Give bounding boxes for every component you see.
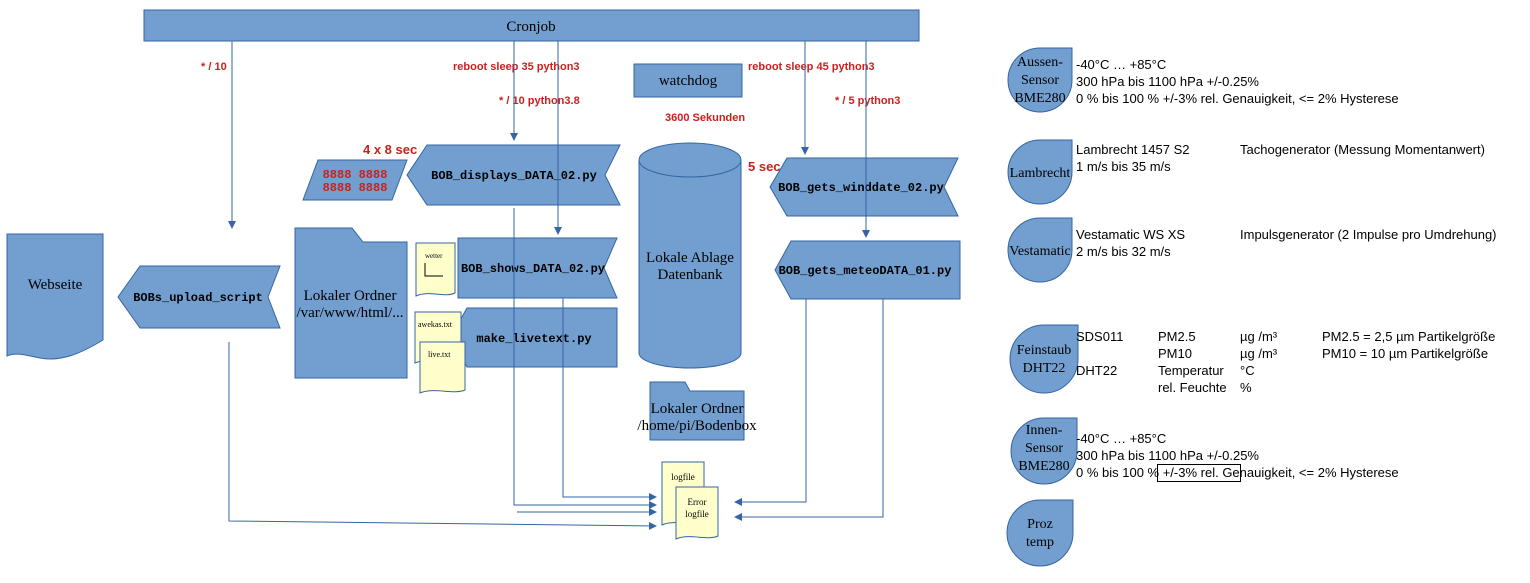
sensor-innen-line-3: BME280 xyxy=(1018,459,1069,474)
script-winddate-label: BOB_gets_winddate_02.py xyxy=(778,181,944,195)
cron-shows-label: * / 10 python3.8 xyxy=(499,95,580,107)
script-livetext: make_livetext.py xyxy=(449,307,618,368)
sensor-aussen-line-2: Sensor xyxy=(1021,73,1059,88)
database-line-1: Lokale Ablage xyxy=(646,250,734,266)
script-livetext-label: make_livetext.py xyxy=(476,332,591,346)
database-line-2: Datenbank xyxy=(658,267,723,283)
info-innen-temp: -40°C … +85°C xyxy=(1076,431,1167,446)
file-wetter-label: wetter xyxy=(425,252,443,260)
sensor-vestamatic: Vestamatic xyxy=(1007,217,1073,283)
sensor-feinstaub-line-2: DHT22 xyxy=(1023,361,1066,376)
info-innen: -40°C … +85°C 300 hPa bis 1100 hPa +/-0.… xyxy=(1076,430,1399,481)
cron-display-reboot-label: reboot sleep 35 python3 xyxy=(453,61,580,73)
file-error-logfile: Error logfile xyxy=(675,486,719,540)
file-wetter: wetter xyxy=(415,242,456,297)
sensor-proz-line-1: Proz xyxy=(1027,517,1053,532)
file-error-line-1: Error xyxy=(688,497,707,507)
file-error-line-2: logfile xyxy=(685,509,709,519)
folder-www-line-1: Lokaler Ordner xyxy=(304,288,397,304)
folder-www: Lokaler Ordner /var/www/html/... xyxy=(294,227,408,379)
script-upload-label: BOBs_upload_script xyxy=(133,291,263,305)
info-feinstaub-hum: rel. Feuchte xyxy=(1158,380,1227,395)
sensor-aussen: Aussen- Sensor BME280 xyxy=(1007,47,1073,113)
folder-www-line-2: /var/www/html/... xyxy=(296,305,403,321)
cron-wind-reboot-label: reboot sleep 45 python3 xyxy=(748,61,875,73)
info-lambrecht-range: 1 m/s bis 35 m/s xyxy=(1076,159,1171,174)
info-feinstaub-temp-unit: °C xyxy=(1240,363,1255,378)
webseite-document: Webseite xyxy=(6,233,104,360)
cronjob-label: Cronjob xyxy=(506,19,555,35)
sensor-innen-line-2: Sensor xyxy=(1025,441,1063,456)
cronjob-box: Cronjob xyxy=(143,9,920,42)
sensor-aussen-line-1: Aussen- xyxy=(1017,55,1063,70)
display-interval-label: 4 x 8 sec xyxy=(363,142,417,157)
watchdog-interval-label: 3600 Sekunden xyxy=(665,112,745,124)
script-meteo-label: BOB_gets_meteoDATA_01.py xyxy=(779,264,952,278)
led-line-1: 8888 8888 xyxy=(323,168,388,182)
text-selection-box[interactable] xyxy=(1157,464,1241,482)
info-feinstaub-pm25: PM2.5 xyxy=(1158,329,1196,344)
cron-upload-label: * / 10 xyxy=(201,61,227,73)
info-lambrecht-type: Tachogenerator (Messung Momentanwert) xyxy=(1240,142,1485,157)
sensor-proz-line-2: temp xyxy=(1026,535,1054,550)
info-feinstaub-hum-unit: % xyxy=(1240,380,1252,395)
sensor-aussen-line-3: BME280 xyxy=(1014,91,1065,106)
script-shows: BOB_shows_DATA_02.py xyxy=(457,237,618,299)
script-shows-label: BOB_shows_DATA_02.py xyxy=(461,262,605,276)
info-innen-humidity: 0 % bis 100 % +/-3% rel. Genauigkeit, <=… xyxy=(1076,465,1399,480)
info-feinstaub-pm25-desc: PM2.5 = 2,5 µm Partikelgröße xyxy=(1322,329,1496,344)
sensor-feinstaub: Feinstaub DHT22 xyxy=(1009,324,1079,394)
info-feinstaub-dht: DHT22 xyxy=(1076,363,1118,378)
wind-interval-label: 5 sec xyxy=(748,159,781,174)
script-meteo: BOB_gets_meteoDATA_01.py xyxy=(774,240,961,300)
watchdog-box: watchdog xyxy=(633,63,743,98)
info-aussen: -40°C … +85°C 300 hPa bis 1100 hPa +/-0.… xyxy=(1076,56,1399,107)
info-feinstaub-pm10-desc: PM10 = 10 µm Partikelgröße xyxy=(1322,346,1489,361)
sensor-lambrecht: Lambrecht xyxy=(1007,139,1073,205)
sensor-feinstaub-line-1: Feinstaub xyxy=(1017,343,1071,358)
database-cylinder: Lokale Ablage Datenbank xyxy=(638,142,742,369)
info-feinstaub-pm10-unit: µg /m³ xyxy=(1240,346,1278,361)
info-feinstaub-sds: SDS011 xyxy=(1076,329,1124,344)
info-feinstaub-pm10: PM10 xyxy=(1158,346,1192,361)
info-aussen-pressure: 300 hPa bis 1100 hPa +/-0.25% xyxy=(1076,74,1259,89)
file-logfile-label: logfile xyxy=(671,472,695,482)
sensor-innen: Innen- Sensor BME280 xyxy=(1010,417,1078,485)
file-live-label: live.txt xyxy=(428,350,451,359)
info-lambrecht-model: Lambrecht 1457 S2 xyxy=(1076,142,1190,157)
script-displays: BOB_displays_DATA_02.py xyxy=(406,144,621,206)
connectors xyxy=(228,41,884,530)
info-innen-pressure: 300 hPa bis 1100 hPa +/-0.25% xyxy=(1076,448,1259,463)
file-live: live.txt xyxy=(419,341,466,394)
led-line-2: 8888 8888 xyxy=(323,181,388,195)
info-aussen-humidity: 0 % bis 100 % +/-3% rel. Genauigkeit, <=… xyxy=(1076,91,1399,106)
folder-home-line-2: /home/pi/Bodenbox xyxy=(637,418,757,434)
webseite-label: Webseite xyxy=(28,277,83,293)
info-vestamatic-model: Vestamatic WS XS xyxy=(1076,227,1186,242)
sensor-lambrecht-line-1: Lambrecht xyxy=(1010,166,1071,181)
info-feinstaub-pm25-unit: µg /m³ xyxy=(1240,329,1278,344)
info-aussen-temp: -40°C … +85°C xyxy=(1076,57,1167,72)
info-vestamatic-range: 2 m/s bis 32 m/s xyxy=(1076,244,1171,259)
sensor-vestamatic-line-1: Vestamatic xyxy=(1009,244,1070,259)
cron-meteo-label: * / 5 python3 xyxy=(835,95,900,107)
file-awekas-label: awekas.txt xyxy=(418,320,453,329)
info-feinstaub-temp: Temperatur xyxy=(1158,363,1224,378)
sensor-proz: Proz temp xyxy=(1006,499,1074,567)
watchdog-label: watchdog xyxy=(659,73,718,89)
info-vestamatic-type: Impulsgenerator (2 Impulse pro Umdrehung… xyxy=(1240,227,1497,242)
script-upload: BOBs_upload_script xyxy=(117,265,281,329)
led-display: 8888 8888 8888 8888 xyxy=(302,159,408,201)
folder-home-line-1: Lokaler Ordner xyxy=(651,401,744,417)
script-winddate: BOB_gets_winddate_02.py xyxy=(769,157,959,217)
folder-home: Lokaler Ordner /home/pi/Bodenbox xyxy=(637,381,757,441)
sensor-innen-line-1: Innen- xyxy=(1026,423,1063,438)
script-displays-label: BOB_displays_DATA_02.py xyxy=(431,169,597,183)
